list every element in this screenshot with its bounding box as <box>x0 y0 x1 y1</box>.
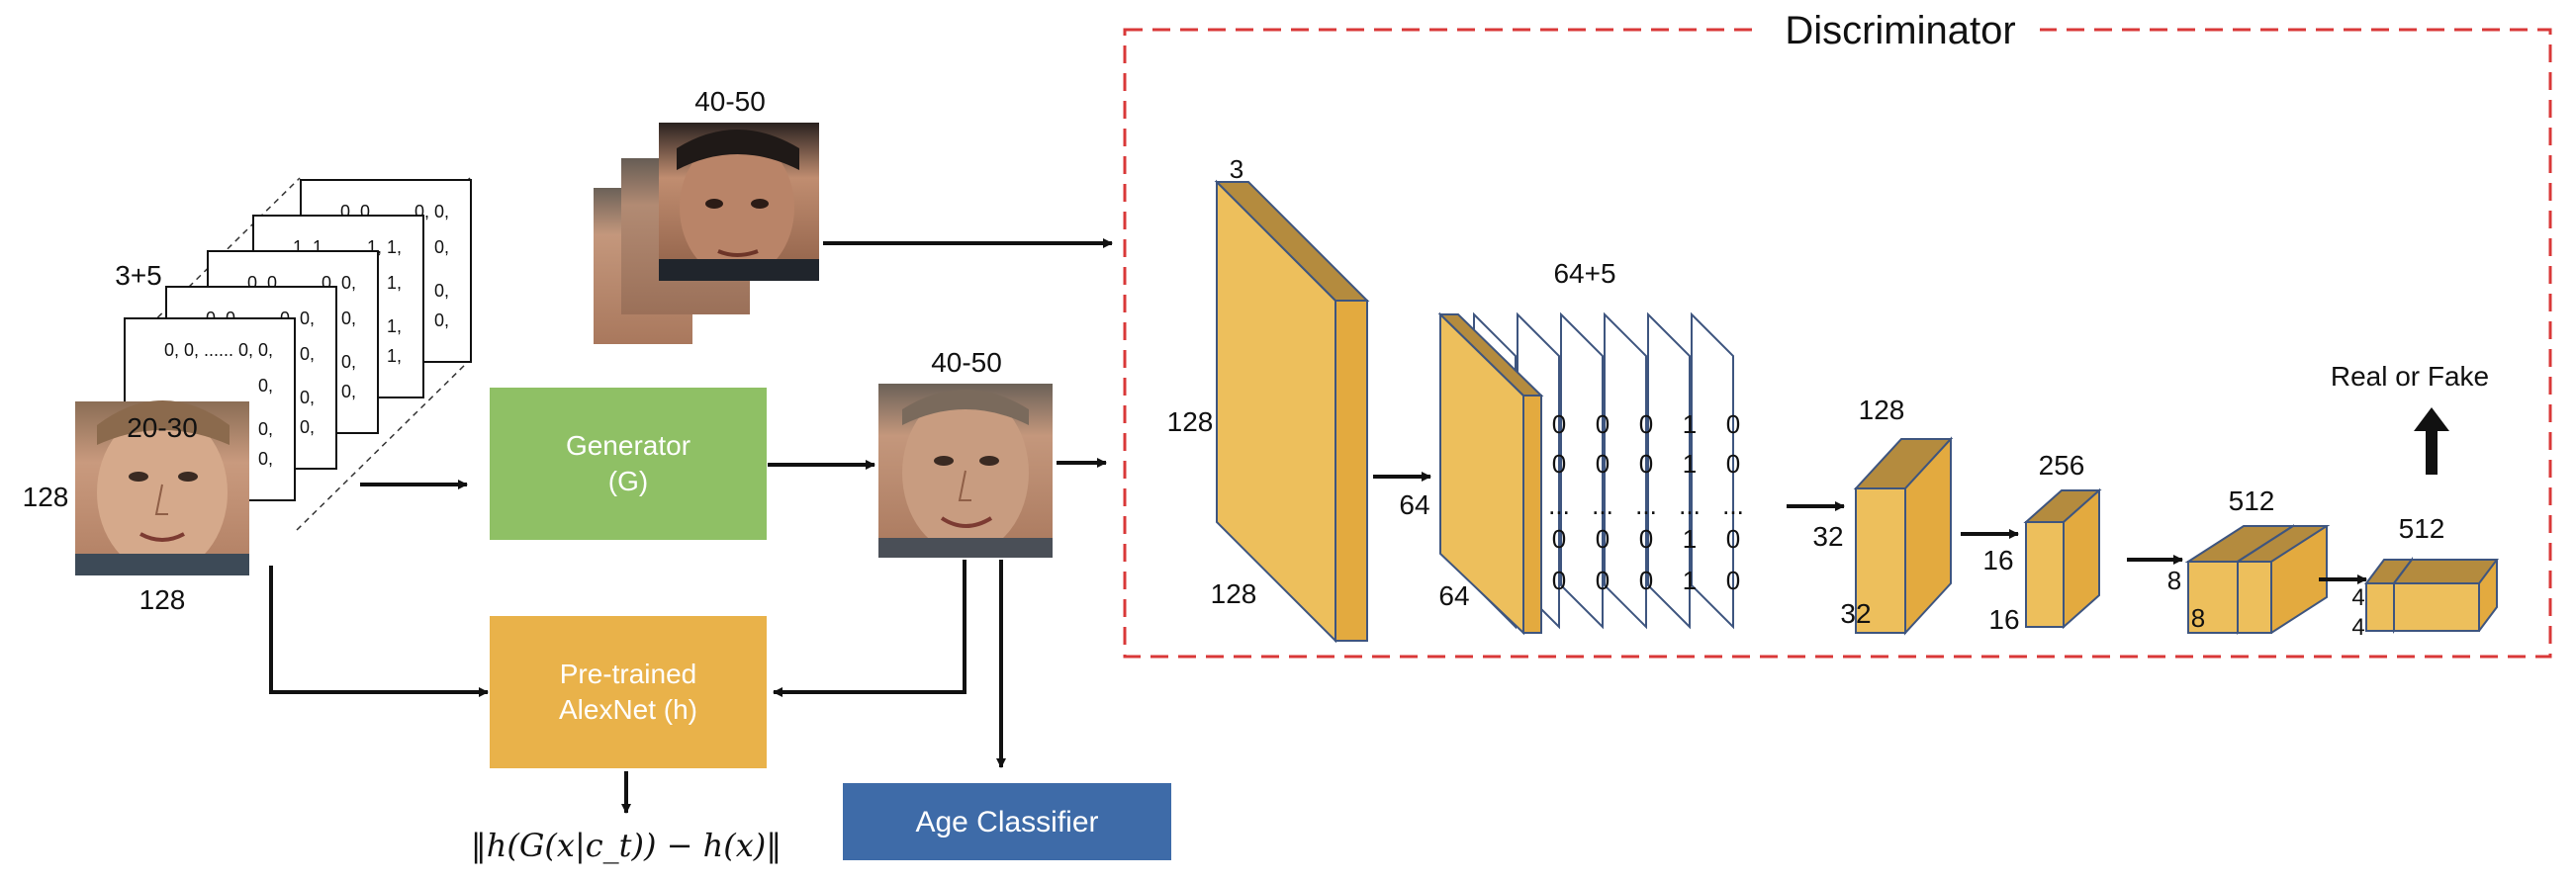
condition-value: 1 <box>1683 524 1697 554</box>
d-block1-height: 128 <box>1167 406 1214 437</box>
age-classifier-box: Age Classifier <box>843 783 1171 860</box>
input-to-alexnet-arrow <box>269 566 489 697</box>
d-block5-depth: 512 <box>2229 485 2275 516</box>
d-block4-width: 16 <box>1988 604 2019 635</box>
condition-value: ... <box>1592 490 1613 520</box>
feature-map-value: 0, <box>258 419 273 439</box>
d-block6-extension <box>2392 559 2499 632</box>
condition-value: 1 <box>1683 449 1697 479</box>
input-width-label: 128 <box>139 584 186 615</box>
generated-age-label: 40-50 <box>931 347 1002 378</box>
feature-map-value: 0, <box>341 309 356 328</box>
condition-value: ... <box>1722 490 1744 520</box>
condition-value: 0 <box>1726 409 1740 439</box>
alexnet-box: Pre-trained AlexNet (h) <box>490 616 767 768</box>
output-up-arrow <box>2414 407 2449 475</box>
input-age-label: 20-30 <box>127 412 198 443</box>
d-block4-height: 16 <box>1982 545 2013 575</box>
d-block4-depth: 256 <box>2039 450 2085 481</box>
d-block1 <box>1214 179 1370 644</box>
condition-value: 0 <box>1639 449 1653 479</box>
input-height-label: 128 <box>23 482 69 512</box>
d-block5-width: 8 <box>2191 603 2205 633</box>
d-block6-depth: 512 <box>2399 513 2445 544</box>
output-to-alexnet-arrow <box>773 560 966 697</box>
d-block5-extension <box>2234 525 2331 634</box>
face-photo-stack-icon <box>594 123 819 344</box>
feature-map-value: 1, <box>387 346 402 366</box>
d-block6-width: 4 <box>2351 614 2364 641</box>
face-photo-young-icon <box>75 400 249 575</box>
feature-map-value: 0, <box>341 382 356 401</box>
condition-value: 0 <box>1639 566 1653 595</box>
feature-map-value: 0, <box>434 310 449 330</box>
d-block3-width: 32 <box>1840 598 1871 629</box>
condition-value: 0 <box>1726 524 1740 554</box>
d-block6-height: 4 <box>2351 584 2364 611</box>
condition-value: 0 <box>1639 409 1653 439</box>
feature-map-value: 0, <box>258 376 273 396</box>
alexnet-label-line1: Pre-trained <box>559 658 697 689</box>
feature-map-value: 0, <box>300 388 315 407</box>
d-block1-depth: 3 <box>1230 154 1243 184</box>
d-block4 <box>2023 487 2102 630</box>
feature-map-value: 0, <box>341 352 356 372</box>
condition-value: 0 <box>1596 566 1610 595</box>
feature-map-value: 0, <box>434 237 449 257</box>
condition-value: ... <box>1679 490 1701 520</box>
condition-value: ... <box>1635 490 1657 520</box>
discriminator-title: Discriminator <box>1785 9 2015 52</box>
alexnet-label-line2: AlexNet (h) <box>558 694 698 725</box>
condition-value: 0 <box>1552 566 1566 595</box>
arrows <box>269 238 2367 814</box>
face-photo-aged-icon <box>878 384 1053 558</box>
d-block5-height: 8 <box>2167 566 2181 595</box>
real-age-label: 40-50 <box>694 86 766 117</box>
condition-value: 1 <box>1683 409 1697 439</box>
condition-value: 0 <box>1596 449 1610 479</box>
feature-map-value: 1, <box>387 273 402 293</box>
condition-value: 0 <box>1639 524 1653 554</box>
condition-value: 0 <box>1596 409 1610 439</box>
d-block1-width: 128 <box>1211 578 1257 609</box>
output-label: Real or Fake <box>2331 361 2489 392</box>
d-block3-height: 32 <box>1812 521 1843 552</box>
feature-map-value: 0, <box>434 281 449 301</box>
feature-map-value: 0, <box>300 344 315 364</box>
feature-map-value: 0, 0, ...... 0, 0, <box>164 340 273 360</box>
d-block2-width: 64 <box>1438 580 1469 611</box>
condition-value: ... <box>1548 490 1570 520</box>
d-block3-depth: 128 <box>1859 395 1905 425</box>
d-block2-height: 64 <box>1399 489 1429 520</box>
condition-value: 0 <box>1552 524 1566 554</box>
condition-value: 1 <box>1683 566 1697 595</box>
feature-map-value: 1, <box>387 316 402 336</box>
condition-value: 0 <box>1726 449 1740 479</box>
feature-map-value: 0, <box>300 417 315 437</box>
generator-box: Generator (G) <box>490 388 767 540</box>
age-classifier-label: Age Classifier <box>915 805 1099 838</box>
condition-value: 0 <box>1552 409 1566 439</box>
input-stack: 0, 0, ...... 0, 0,0,0,0,1, 1, ...... 1, … <box>75 177 472 575</box>
condition-value: 0 <box>1552 449 1566 479</box>
d-block3 <box>1853 436 1954 636</box>
generator-label-line1: Generator <box>565 429 691 461</box>
d-block2-label: 64+5 <box>1553 258 1615 289</box>
input-channels-label: 3+5 <box>115 260 162 291</box>
generator-label-line2: (G) <box>607 466 649 496</box>
feature-map-value: 0, <box>258 449 273 469</box>
real-images-stack <box>594 123 819 344</box>
condition-value: 0 <box>1726 566 1740 595</box>
loss-formula: ‖h(G(x|c_t)) − h(x)‖ <box>471 827 782 864</box>
discriminator-title-bg <box>1761 4 2040 55</box>
condition-value: 0 <box>1596 524 1610 554</box>
